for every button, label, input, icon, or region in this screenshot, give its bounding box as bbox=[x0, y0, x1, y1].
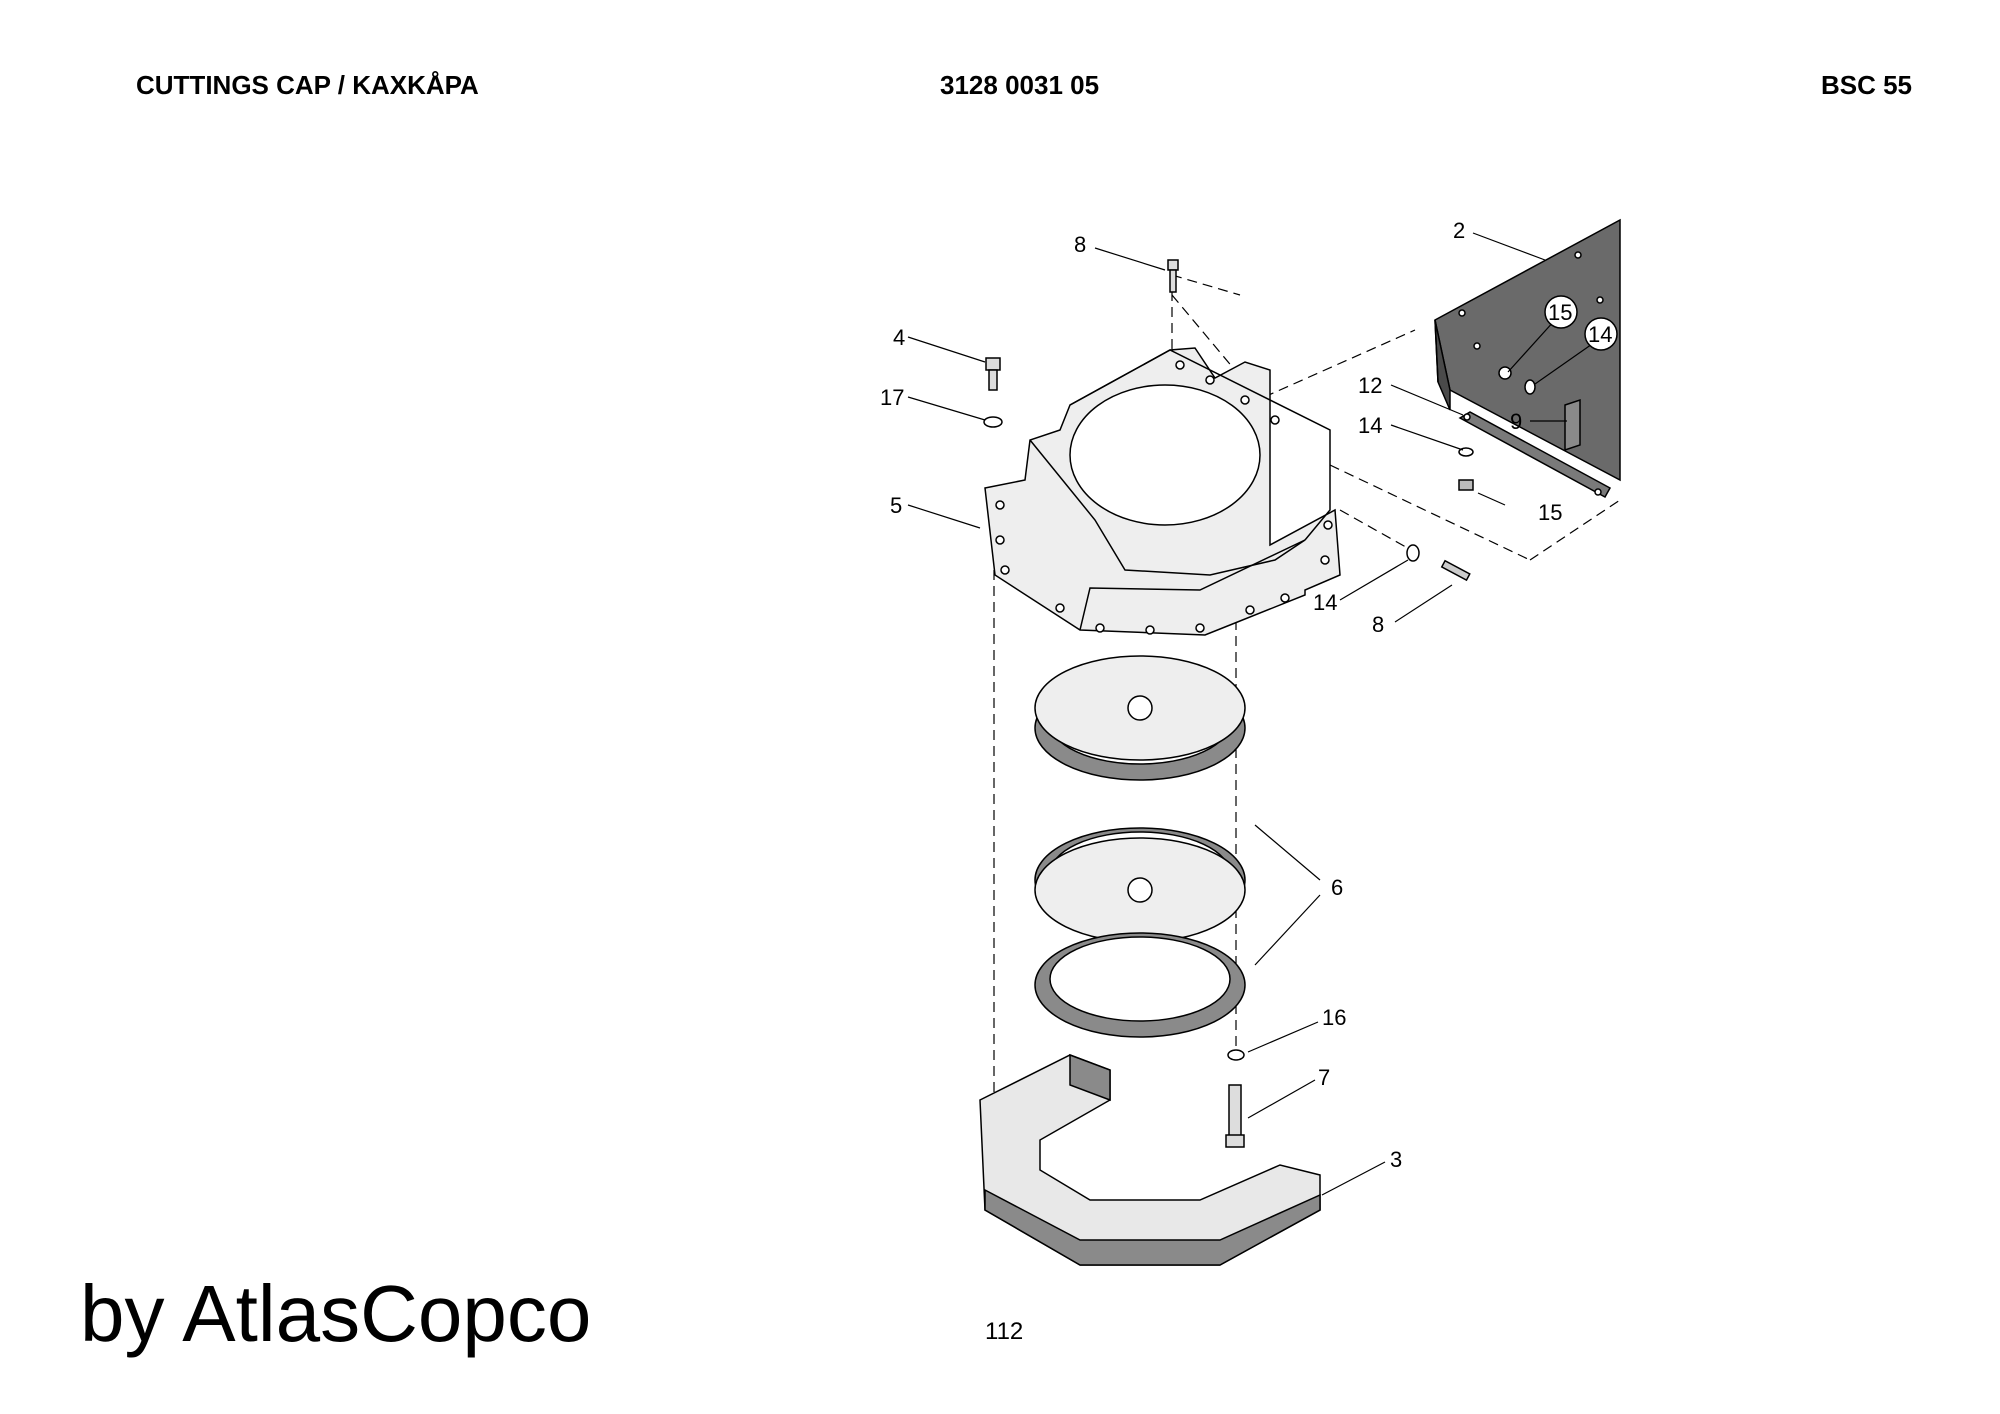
strip-part-12 bbox=[1458, 411, 1612, 499]
circled-callout-markers bbox=[1544, 295, 1618, 351]
callout-17: 17 bbox=[880, 385, 904, 410]
seal-plates-part-6 bbox=[1034, 655, 1246, 1038]
callout-3: 3 bbox=[1390, 1147, 1402, 1172]
callout-labels: 2 15 14 12 14 9 15 8 4 17 5 14 8 6 16 7 … bbox=[880, 218, 1612, 1172]
callout-9: 9 bbox=[1510, 409, 1522, 434]
bolts bbox=[985, 259, 1245, 1148]
leader-lines bbox=[907, 232, 1596, 1196]
callout-15-circled: 15 bbox=[1548, 300, 1572, 325]
base-frame-part-3 bbox=[979, 1053, 1321, 1266]
callout-14-right: 14 bbox=[1313, 590, 1337, 615]
callout-2: 2 bbox=[1453, 218, 1465, 243]
callout-15: 15 bbox=[1538, 500, 1562, 525]
callout-8-top: 8 bbox=[1074, 232, 1086, 257]
part-number: 3128 0031 05 bbox=[940, 70, 1100, 100]
callout-6: 6 bbox=[1331, 875, 1343, 900]
callout-8-right: 8 bbox=[1372, 612, 1384, 637]
housing-part-5 bbox=[984, 347, 1341, 636]
callout-7: 7 bbox=[1318, 1065, 1330, 1090]
callout-14: 14 bbox=[1358, 413, 1382, 438]
callout-4: 4 bbox=[893, 325, 905, 350]
page-number: 112 bbox=[985, 1318, 1024, 1345]
callout-14-circled: 14 bbox=[1588, 322, 1612, 347]
callout-12: 12 bbox=[1358, 373, 1382, 398]
model-name: BSC 55 bbox=[1820, 70, 1912, 100]
callout-5: 5 bbox=[890, 493, 902, 518]
document-title: CUTTINGS CAP / KAXKÅPA bbox=[136, 70, 479, 100]
small-fasteners bbox=[983, 366, 1536, 1061]
brand-footer: by AtlasCopco bbox=[80, 1269, 592, 1358]
callout-16: 16 bbox=[1322, 1005, 1346, 1030]
